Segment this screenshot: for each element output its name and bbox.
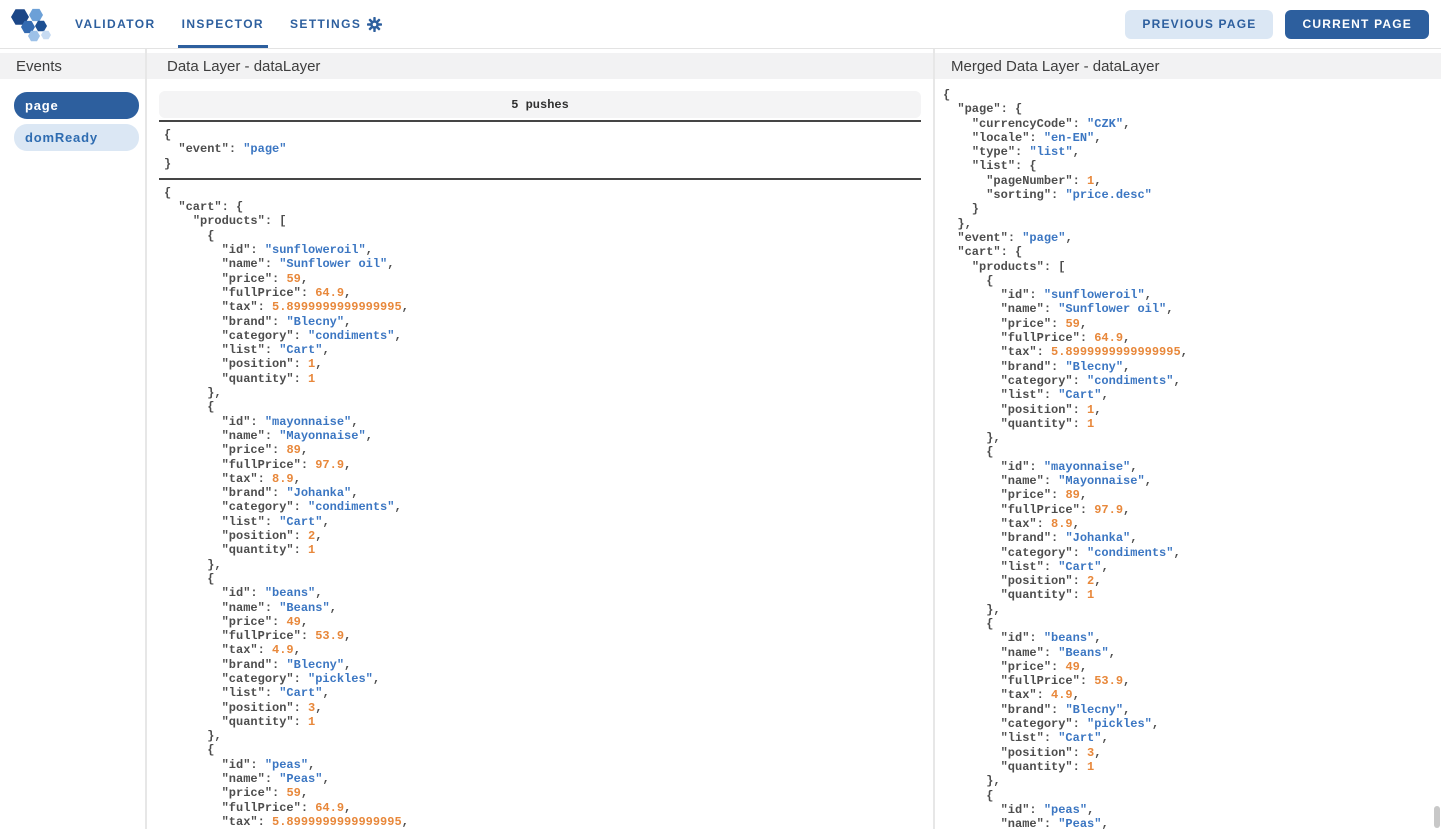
merged-data-layer-title: Merged Data Layer - dataLayer: [951, 57, 1160, 75]
push-list: { "event": "page" } { "cart": { "product…: [159, 120, 921, 829]
events-sidebar: Events page domReady: [0, 49, 147, 829]
data-layer-header: Data Layer - dataLayer: [147, 53, 933, 79]
push-block: { "event": "page" }: [159, 120, 921, 180]
scrollbar-thumb[interactable]: [1434, 806, 1440, 828]
nav-item-settings[interactable]: SETTINGS: [290, 0, 383, 48]
data-layer-panel: Data Layer - dataLayer 5 pushes { "event…: [147, 49, 935, 829]
merged-data-layer-header: Merged Data Layer - dataLayer: [935, 53, 1441, 79]
events-header: Events: [0, 53, 145, 79]
previous-page-button[interactable]: PREVIOUS PAGE: [1125, 9, 1274, 39]
events-title: Events: [16, 57, 62, 75]
main-content: Events page domReady Data Layer - dataLa…: [0, 49, 1441, 829]
hexagon-cluster-logo-icon: [8, 4, 54, 44]
nav-item-label: SETTINGS: [290, 17, 362, 31]
nav-item-validator[interactable]: VALIDATOR: [75, 0, 156, 48]
merged-data-layer-panel: Merged Data Layer - dataLayer { "page": …: [935, 49, 1441, 829]
gear-icon: [367, 16, 383, 32]
data-layer-content: 5 pushes { "event": "page" } { "cart": {…: [147, 79, 933, 829]
data-layer-title: Data Layer - dataLayer: [167, 57, 321, 75]
event-label: page: [25, 98, 59, 113]
top-nav: VALIDATOR INSPECTOR SETTINGS: [0, 0, 1441, 49]
nav-item-inspector[interactable]: INSPECTOR: [177, 0, 269, 48]
event-list: page domReady: [0, 79, 145, 151]
nav-item-label: INSPECTOR: [181, 17, 265, 31]
push-count-bar: 5 pushes: [159, 91, 921, 118]
current-page-button[interactable]: CURRENT PAGE: [1285, 9, 1429, 39]
merged-data-layer-content: { "page": { "currencyCode": "CZK", "loca…: [935, 79, 1441, 829]
merged-json: { "page": { "currencyCode": "CZK", "loca…: [943, 88, 1188, 829]
push-json: { "cart": { "products": [ { "id": "sunfl…: [164, 185, 409, 829]
event-item-domready[interactable]: domReady: [14, 124, 139, 151]
event-item-page[interactable]: page: [14, 92, 139, 119]
push-block: { "cart": { "products": [ { "id": "sunfl…: [159, 180, 921, 829]
event-label: domReady: [25, 130, 98, 145]
push-json: { "event": "page" }: [164, 128, 287, 171]
push-count-label: 5 pushes: [511, 97, 569, 112]
nav-item-label: VALIDATOR: [75, 17, 156, 31]
